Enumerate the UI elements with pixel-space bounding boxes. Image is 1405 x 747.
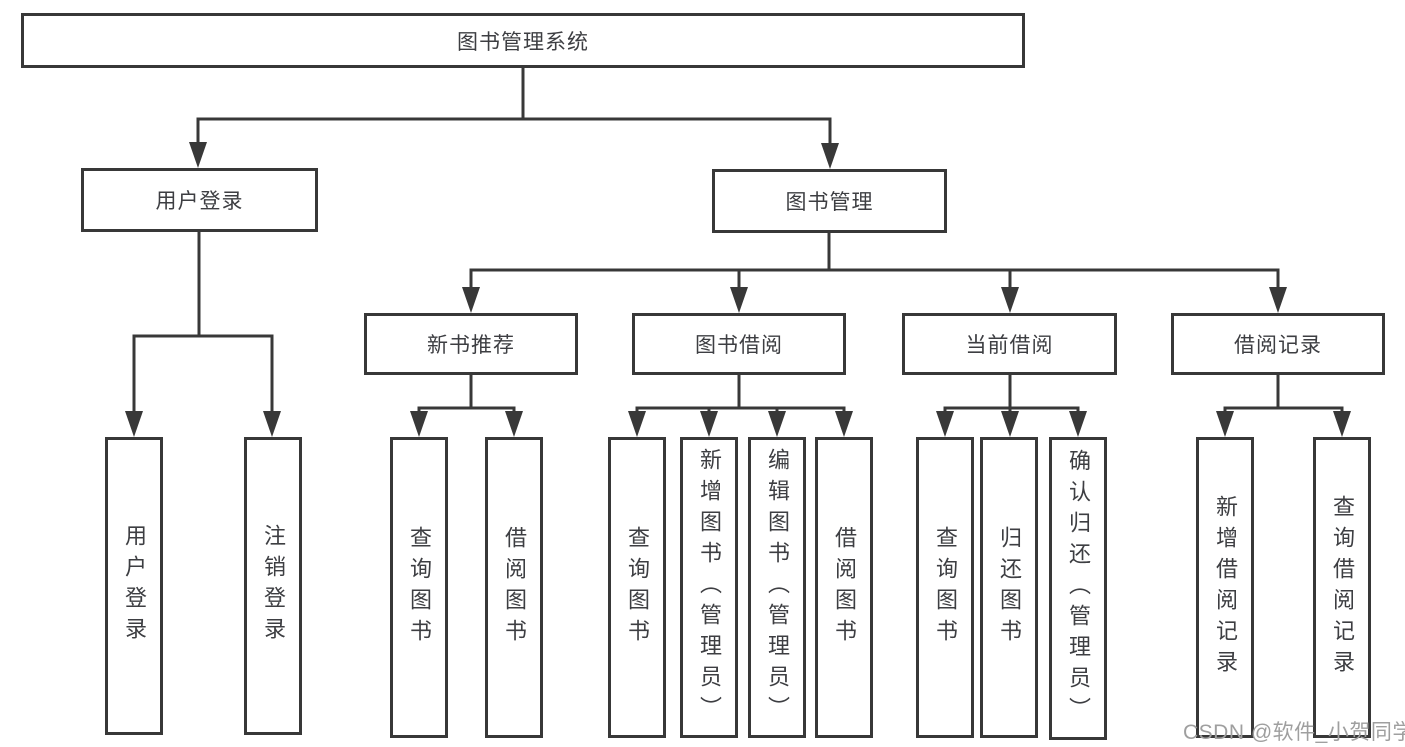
node-book-borrowing-label: 图书借阅 <box>695 334 783 357</box>
node-borrowing-records: 借阅记录 <box>1171 313 1385 375</box>
connector-borrow-to-leaves <box>635 373 846 416</box>
leaf-borrow-edit-books-admin-label: 编辑图书（管理员） <box>765 448 790 727</box>
connector-root-to-level2 <box>196 66 832 148</box>
node-book-management: 图书管理 <box>712 169 947 233</box>
leaf-current-return-books-label: 归还图书 <box>997 525 1022 650</box>
arrowheads-login-leaves <box>125 411 281 437</box>
node-root: 图书管理系统 <box>21 13 1025 68</box>
leaf-borrow-borrow-books: 借阅图书 <box>815 437 873 738</box>
leaf-current-query-books: 查询图书 <box>916 437 974 738</box>
connector-current-to-leaves <box>943 373 1080 416</box>
leaf-user-login: 用户登录 <box>105 437 163 735</box>
node-user-login-label: 用户登录 <box>155 190 244 213</box>
leaf-newbook-borrow-books: 借阅图书 <box>485 437 543 738</box>
arrowheads-newbook-leaves <box>410 411 523 437</box>
node-book-borrowing: 图书借阅 <box>632 313 846 375</box>
node-new-book-recommendation-label: 新书推荐 <box>427 334 515 357</box>
arrowheads-current-leaves <box>936 411 1087 437</box>
node-book-management-label: 图书管理 <box>785 191 874 214</box>
leaf-newbook-query-books-label: 查询图书 <box>407 525 432 650</box>
csdn-watermark: CSDN @软件_小贺同学 <box>1183 721 1405 744</box>
leaf-borrow-edit-books-admin: 编辑图书（管理员） <box>748 437 806 738</box>
leaf-newbook-query-books: 查询图书 <box>390 437 448 738</box>
arrowheads-level2 <box>189 142 839 169</box>
arrowheads-level3 <box>462 287 1287 313</box>
node-current-borrowing-label: 当前借阅 <box>965 334 1054 357</box>
leaf-newbook-borrow-books-label: 借阅图书 <box>502 525 527 650</box>
node-new-book-recommendation: 新书推荐 <box>364 313 578 375</box>
leaf-borrow-query-books: 查询图书 <box>608 437 666 738</box>
arrowheads-borrow-leaves <box>628 411 853 437</box>
leaf-borrow-add-books-admin-label: 新增图书（管理员） <box>697 448 722 727</box>
leaf-borrow-query-books-label: 查询图书 <box>625 525 650 650</box>
leaf-current-query-books-label: 查询图书 <box>933 525 958 650</box>
leaf-records-add-borrow-record-label: 新增借阅记录 <box>1213 494 1238 681</box>
leaf-records-query-borrow-record-label: 查询借阅记录 <box>1330 494 1355 681</box>
arrowheads-records-leaves <box>1216 411 1351 437</box>
leaf-current-return-books: 归还图书 <box>980 437 1038 738</box>
connector-records-to-leaves <box>1223 373 1344 416</box>
leaf-current-confirm-return-admin: 确认归还（管理员） <box>1049 437 1107 740</box>
node-borrowing-records-label: 借阅记录 <box>1234 334 1322 357</box>
connector-login-to-leaves <box>132 230 274 416</box>
leaf-current-confirm-return-admin-label: 确认归还（管理员） <box>1066 449 1091 728</box>
node-current-borrowing: 当前借阅 <box>902 313 1117 375</box>
leaf-records-add-borrow-record: 新增借阅记录 <box>1196 437 1254 738</box>
node-user-login: 用户登录 <box>81 168 318 232</box>
node-root-label: 图书管理系统 <box>457 30 589 54</box>
connector-newbook-to-leaves <box>417 373 516 416</box>
leaf-borrow-borrow-books-label: 借阅图书 <box>832 525 857 650</box>
connector-mgmt-to-level3 <box>469 231 1280 292</box>
leaf-records-query-borrow-record: 查询借阅记录 <box>1313 437 1371 738</box>
leaf-user-login-label: 用户登录 <box>122 524 147 648</box>
leaf-logout-label: 注销登录 <box>261 524 286 648</box>
leaf-borrow-add-books-admin: 新增图书（管理员） <box>680 437 738 738</box>
leaf-logout: 注销登录 <box>244 437 302 735</box>
